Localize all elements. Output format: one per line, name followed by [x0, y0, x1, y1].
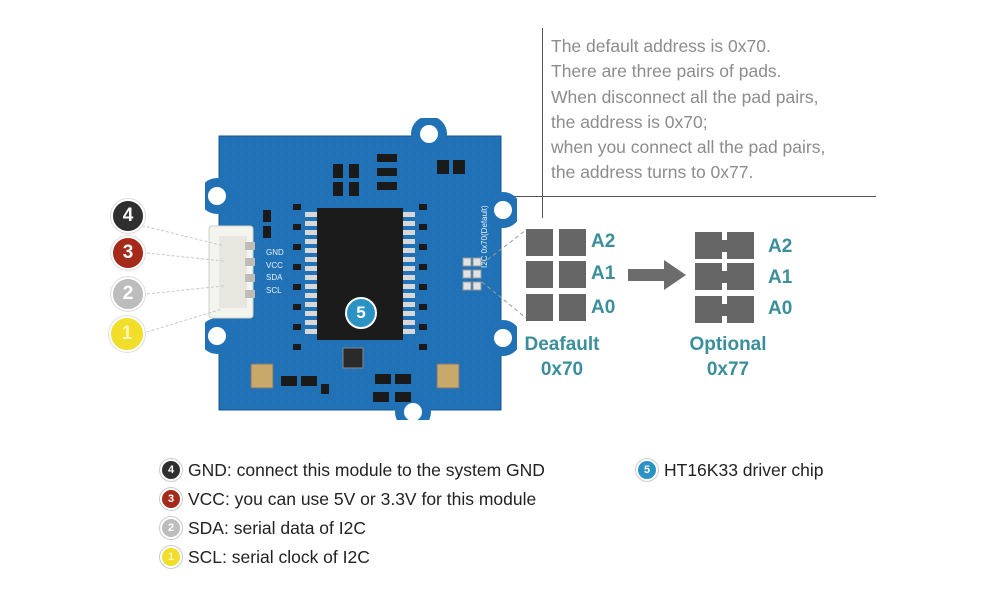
note-line: The default address is 0x70.: [551, 36, 771, 56]
pad-a0-right: [559, 294, 586, 321]
pad-label-a0: A0: [591, 297, 616, 318]
optional-address: 0x77: [706, 359, 750, 380]
default-title: Deafault: [524, 334, 600, 355]
badge-sda: 2: [111, 277, 145, 311]
pin-label-gnd: GND: [266, 248, 284, 257]
grove-module-board: [205, 118, 517, 420]
pin-label-sda: SDA: [266, 273, 283, 282]
pad-bridge-a0: [720, 304, 728, 316]
pin-labels: GND VCC SDA SCL: [266, 247, 284, 297]
address-note: The default address is 0x70. There are t…: [551, 34, 891, 186]
legend-item-chip: 5 HT16K33 driver chip: [636, 459, 824, 481]
callout-lines: [481, 229, 527, 319]
default-address: 0x70: [540, 359, 584, 380]
pad-a1-right: [559, 261, 586, 288]
pad-bridge-a1: [720, 271, 728, 283]
chip-badge: 5: [345, 297, 377, 329]
legend-badge-gnd: 4: [160, 459, 182, 481]
legend-badge-chip: 5: [636, 459, 658, 481]
badge-scl: 1: [109, 316, 145, 352]
opt-pad-label-a0: A0: [768, 298, 793, 319]
pad-a1-left: [526, 261, 553, 288]
pad-label-a2: A2: [591, 231, 616, 252]
pad-opt-a1-left: [695, 263, 722, 290]
pad-opt-a2-left: [695, 232, 722, 259]
pad-opt-a0-right: [727, 296, 754, 323]
pad-opt-a1-right: [727, 263, 754, 290]
legend-item-gnd: 4 GND: connect this module to the system…: [160, 459, 545, 481]
note-vertical-line: [542, 28, 543, 218]
note-line: when you connect all the pad pairs,: [551, 137, 826, 158]
legend-text-gnd: GND: connect this module to the system G…: [188, 459, 545, 480]
pin-label-scl: SCL: [266, 285, 282, 295]
note-line: the address is 0x70;: [551, 111, 708, 132]
optional-title: Optional: [689, 334, 767, 355]
legend-item-vcc: 3 VCC: you can use 5V or 3.3V for this m…: [160, 488, 536, 510]
legend-item-sda: 2 SDA: serial data of I2C: [160, 517, 366, 539]
pad-a2-left: [526, 229, 553, 256]
legend-badge-scl: 1: [160, 546, 182, 568]
pad-a0-left: [526, 294, 553, 321]
arrow-icon: [628, 260, 686, 290]
note-line: There are three pairs of pads.: [551, 61, 782, 82]
pad-label-a1: A1: [591, 263, 616, 284]
legend-item-scl: 1 SCL: serial clock of I2C: [160, 546, 370, 568]
legend-text-scl: SCL: serial clock of I2C: [188, 546, 370, 567]
badge-gnd: 4: [111, 199, 145, 233]
legend-text-vcc: VCC: you can use 5V or 3.3V for this mod…: [188, 488, 537, 509]
legend-badge-vcc: 3: [160, 488, 182, 510]
note-line: When disconnect all the pad pairs,: [551, 86, 819, 107]
pad-opt-a0-left: [695, 296, 722, 323]
pad-a2-right: [559, 229, 586, 256]
legend-badge-sda: 2: [160, 517, 182, 539]
pad-bridge-a2: [720, 240, 728, 252]
opt-pad-label-a2: A2: [768, 236, 793, 257]
note-line: the address turns to 0x77.: [551, 162, 754, 183]
legend-text-chip: HT16K33 driver chip: [664, 459, 824, 480]
opt-pad-label-a1: A1: [768, 267, 793, 288]
pad-opt-a2-right: [727, 232, 754, 259]
legend-text-sda: SDA: serial data of I2C: [188, 517, 366, 538]
note-horizontal-line: [510, 196, 876, 197]
badge-vcc: 3: [111, 236, 145, 270]
pin-label-vcc: VCC: [266, 260, 283, 270]
